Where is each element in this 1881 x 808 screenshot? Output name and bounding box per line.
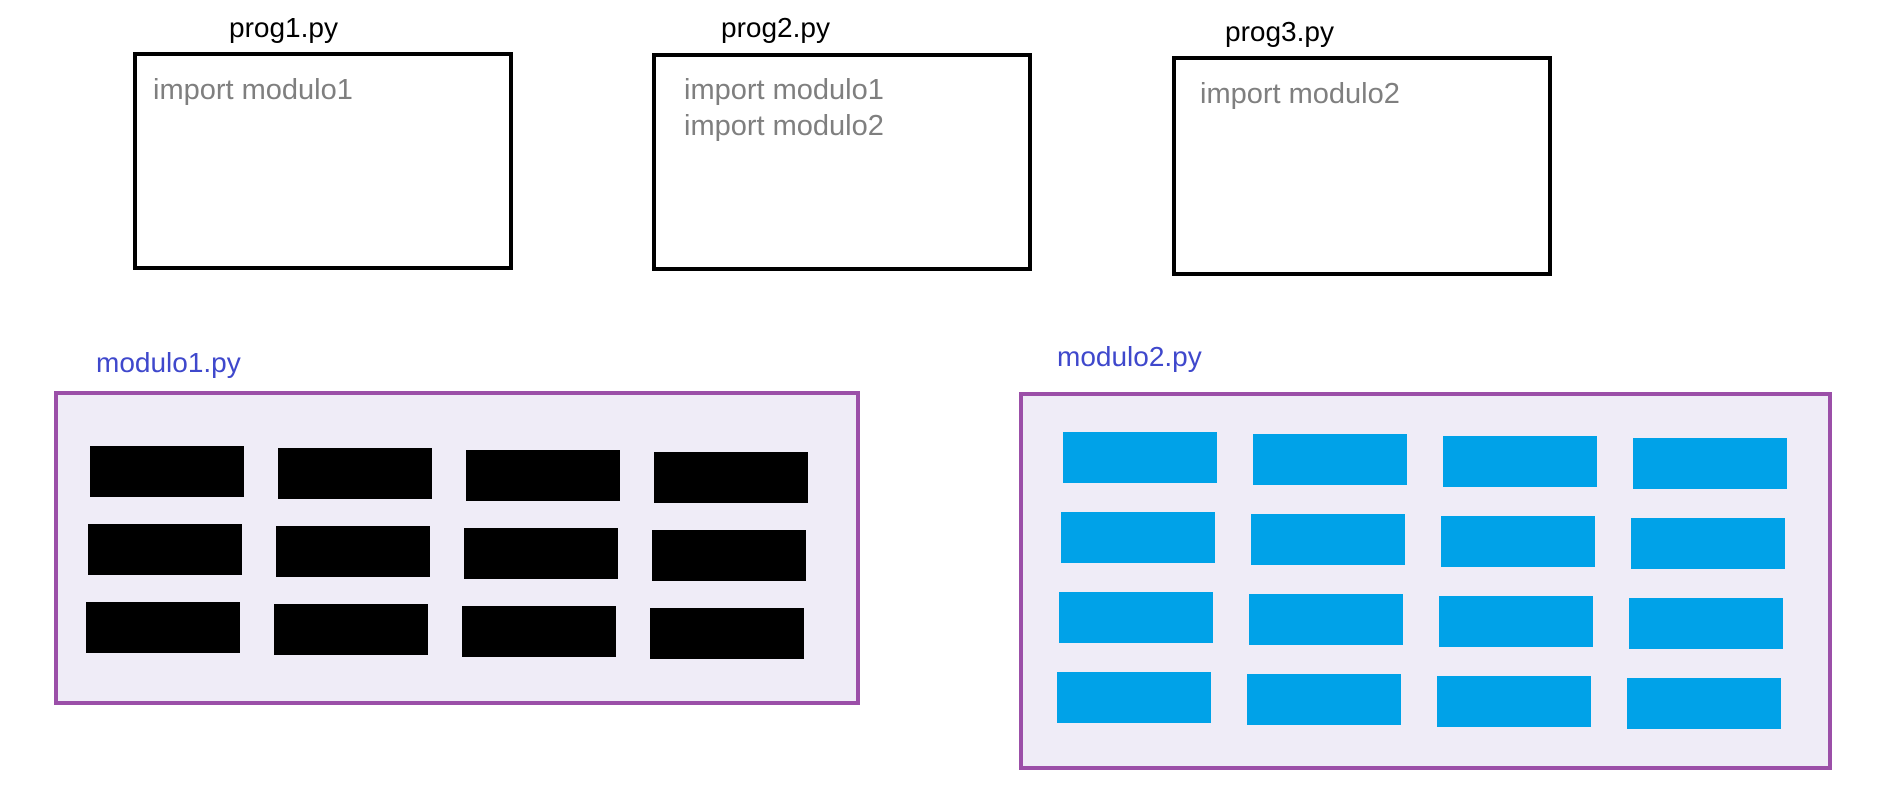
modulo1-block <box>466 450 620 501</box>
modulo1-block <box>88 524 242 575</box>
modulo2-block <box>1443 436 1597 487</box>
modulo2-block <box>1063 432 1217 483</box>
prog3-code-line-1: import modulo2 <box>1200 78 1400 110</box>
prog3-title: prog3.py <box>1225 16 1334 47</box>
modulo2-block <box>1249 594 1403 645</box>
modulo2-title: modulo2.py <box>1057 341 1202 372</box>
modulo1-block <box>650 608 804 659</box>
prog2-code-line-2: import modulo2 <box>684 110 884 142</box>
modulo2-block <box>1633 438 1787 489</box>
modulo1-block <box>464 528 618 579</box>
modulo2-block <box>1251 514 1405 565</box>
prog1-box: import modulo1 <box>133 52 513 270</box>
modulo2-block <box>1631 518 1785 569</box>
modulo2-block <box>1057 672 1211 723</box>
prog3-box: import modulo2 <box>1172 56 1552 276</box>
modulo2-block <box>1627 678 1781 729</box>
modulo2-block <box>1437 676 1591 727</box>
prog1-title: prog1.py <box>229 12 338 43</box>
modulo2-block <box>1059 592 1213 643</box>
modulo1-block <box>276 526 430 577</box>
modulo1-block <box>90 446 244 497</box>
modulo2-block <box>1439 596 1593 647</box>
modulo1-block <box>278 448 432 499</box>
prog2-box: import modulo1 import modulo2 <box>652 53 1032 271</box>
modulo2-block <box>1253 434 1407 485</box>
modulo2-block <box>1441 516 1595 567</box>
modulo2-block <box>1629 598 1783 649</box>
modulo1-block <box>462 606 616 657</box>
modulo2-block <box>1247 674 1401 725</box>
modulo1-block <box>652 530 806 581</box>
modulo2-block <box>1061 512 1215 563</box>
modulo1-title: modulo1.py <box>96 347 241 378</box>
modulo1-block <box>86 602 240 653</box>
prog1-code-line-1: import modulo1 <box>153 74 353 106</box>
modulo1-block <box>654 452 808 503</box>
prog2-code-line-1: import modulo1 <box>684 74 884 106</box>
prog2-title: prog2.py <box>721 12 830 43</box>
modulo1-block <box>274 604 428 655</box>
